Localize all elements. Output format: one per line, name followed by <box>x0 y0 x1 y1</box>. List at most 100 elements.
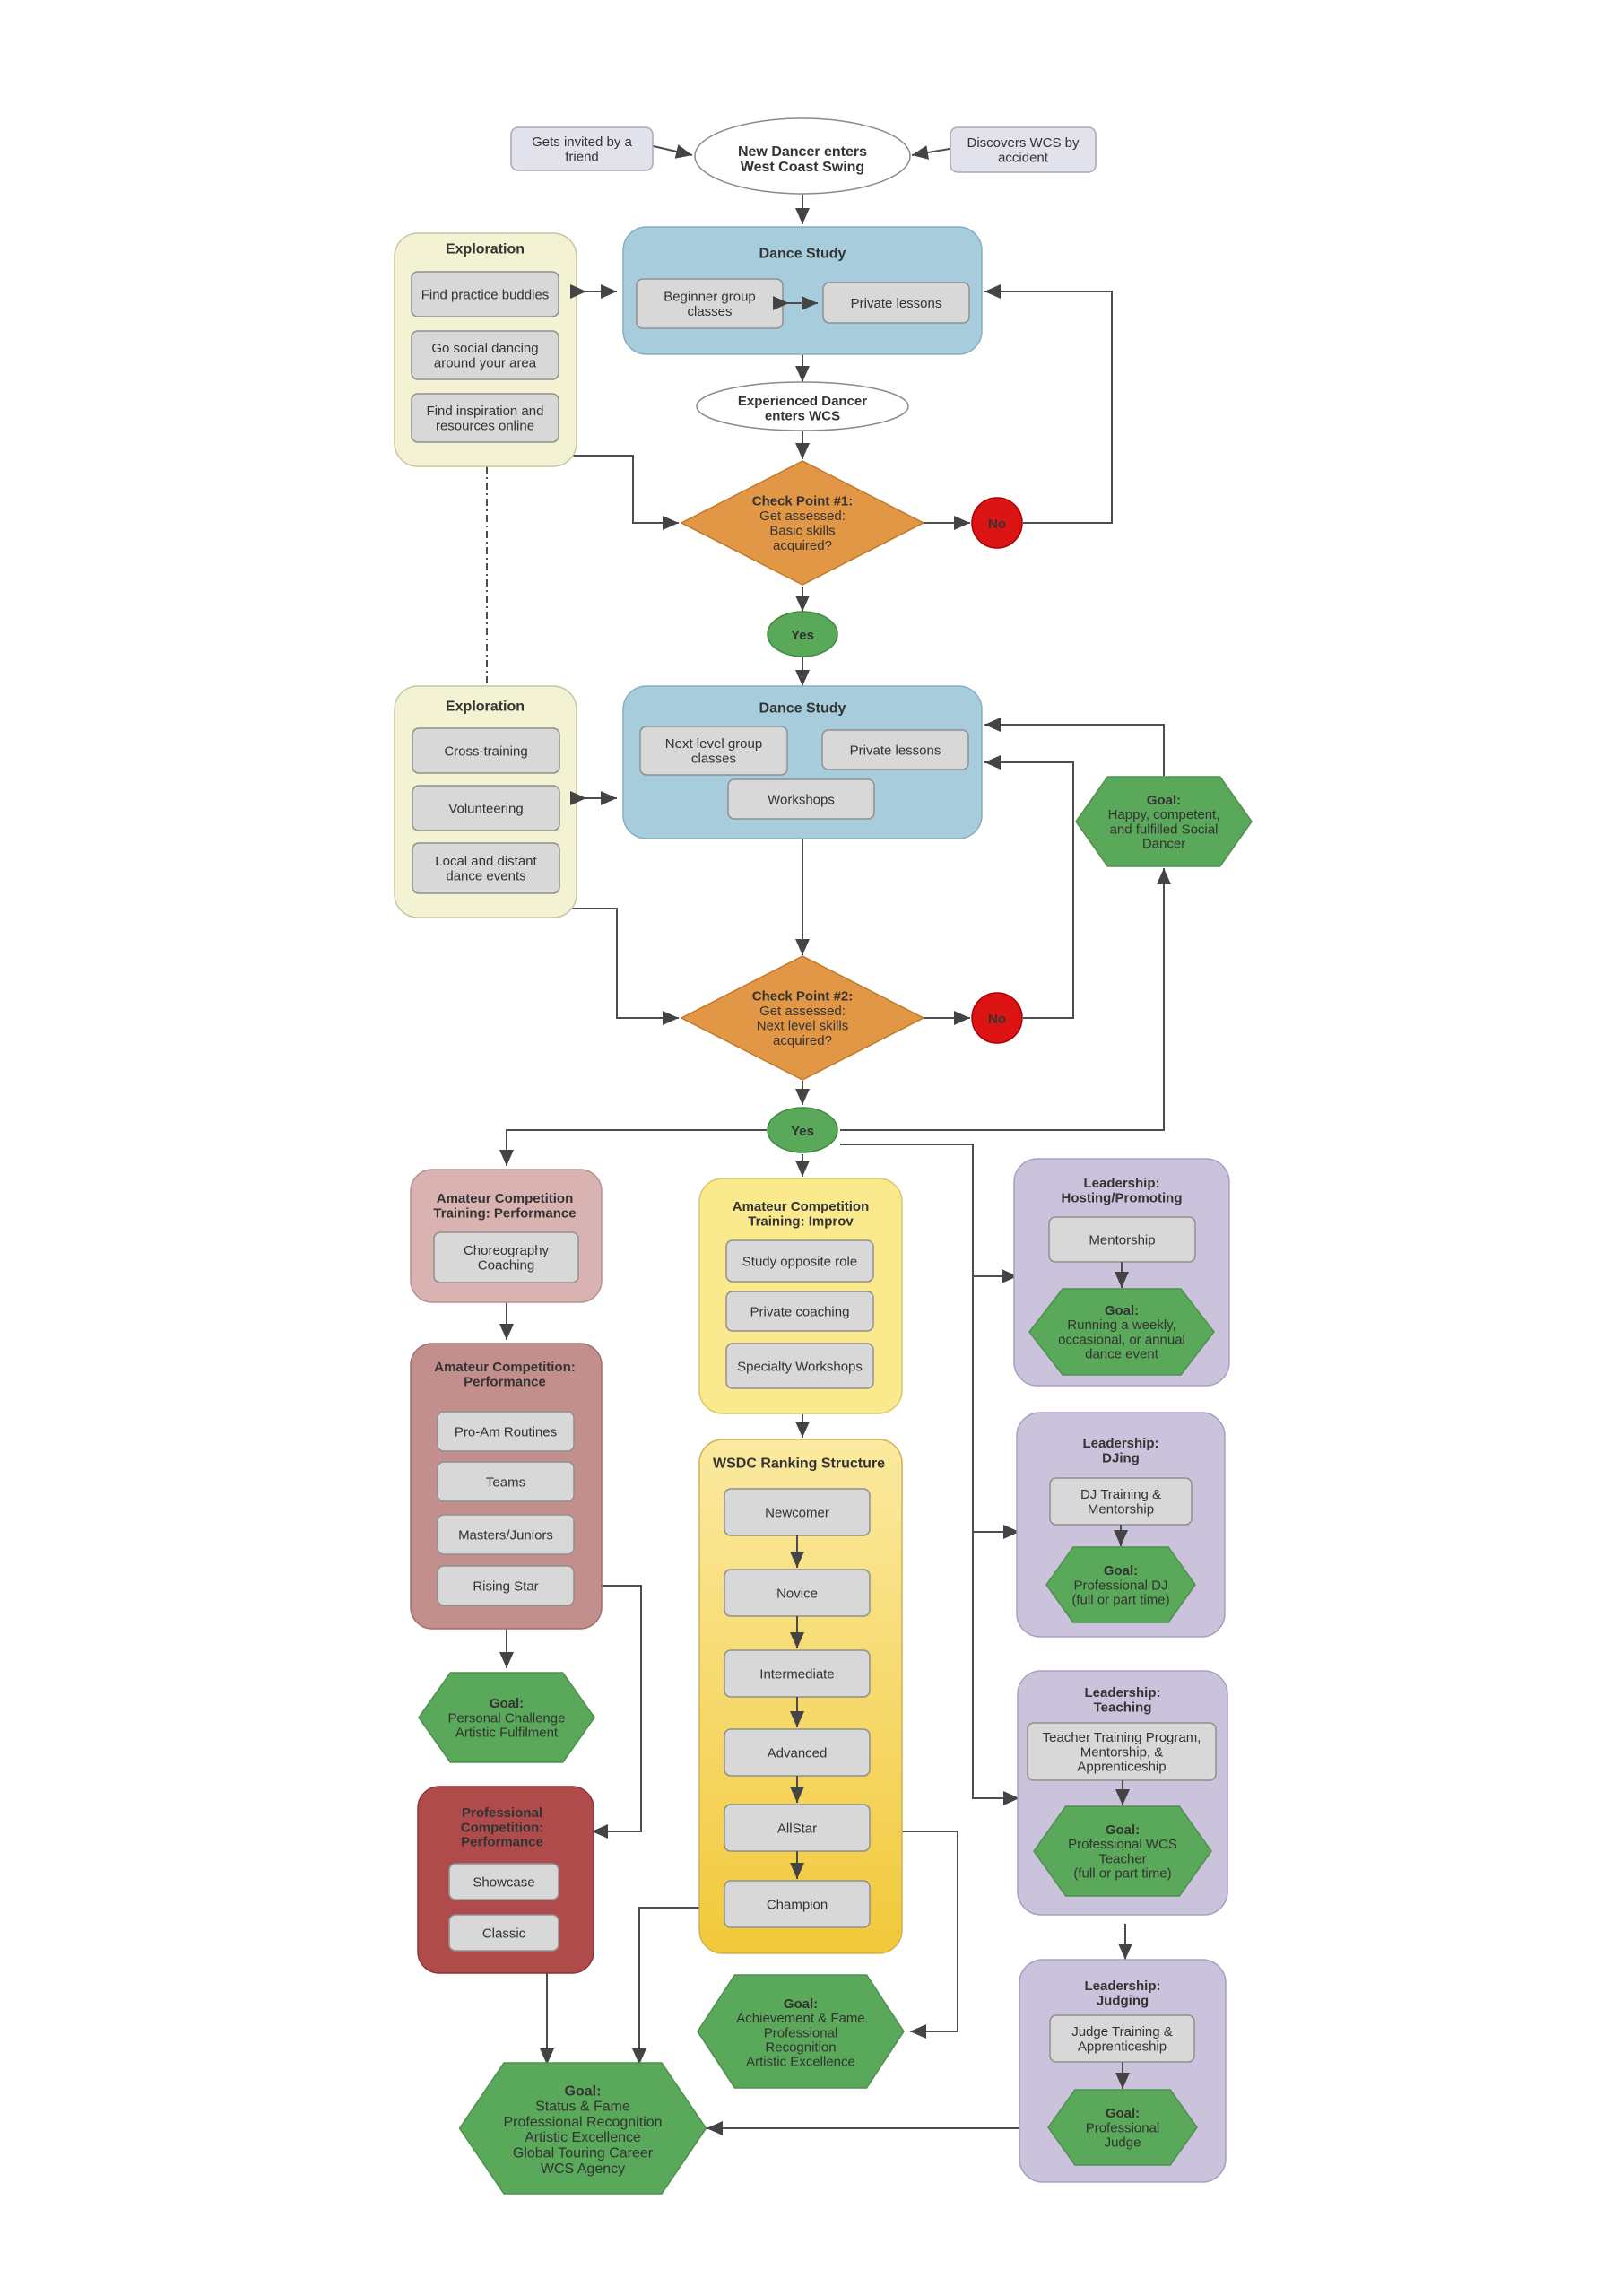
new-dancer-ellipse <box>694 117 911 195</box>
goal-text: Personal Challenge <box>448 1710 566 1726</box>
expl2-cross <box>412 727 560 774</box>
leadership-item-text: Teacher Training Program, <box>1043 1730 1201 1745</box>
goal-personal <box>418 1672 595 1763</box>
goal-text: Running a weekly, <box>1067 1318 1175 1333</box>
no-1 <box>971 497 1023 549</box>
conn-yes-leadership <box>840 1144 1019 1805</box>
leadership-goal <box>1028 1288 1215 1376</box>
wsdc-level-champion <box>724 1880 871 1928</box>
leadership-goal <box>1033 1805 1212 1897</box>
goal-status <box>458 2062 707 2195</box>
study2-private-text: Private lessons <box>850 743 941 758</box>
masters-juniors <box>437 1514 575 1555</box>
rising-star <box>437 1565 575 1606</box>
new-dancer-text: West Coast Swing <box>741 160 864 175</box>
proam-routines-text: Pro-Am Routines <box>455 1424 557 1439</box>
expl1-social-text: around your area <box>434 355 537 370</box>
teams-text: Teams <box>486 1474 525 1490</box>
yes-2 <box>767 1107 838 1153</box>
study2-group <box>639 726 788 776</box>
checkpoint-text: acquired? <box>773 1033 832 1048</box>
no-2-text: No <box>988 1012 1006 1027</box>
discovers-text: Discovers WCS by <box>967 135 1080 151</box>
goal-social <box>1075 776 1253 867</box>
expl1-practice <box>411 271 559 317</box>
conn-goal-study2 <box>984 718 1165 776</box>
expl2-events-text: dance events <box>446 868 525 883</box>
checkpoint-1 <box>680 460 925 586</box>
checkpoint-2 <box>680 955 925 1081</box>
goal-text: occasional, or annual <box>1058 1332 1185 1347</box>
experienced-ellipse <box>696 381 909 431</box>
wsdc-level-novice-text: Novice <box>776 1586 818 1601</box>
leadership-item-text: Mentorship <box>1089 1232 1155 1248</box>
goal-text: dance event <box>1085 1347 1159 1362</box>
dance-study-1-title: Dance Study <box>759 247 846 262</box>
new-dancer-text: New Dancer enters <box>738 144 867 160</box>
checkpoint-text: Get assessed: <box>759 509 846 524</box>
checkpoint-text: Check Point #1: <box>752 493 854 509</box>
goal-text: Professional DJ <box>1073 1578 1167 1593</box>
yes-1 <box>767 611 838 657</box>
teams <box>437 1461 575 1502</box>
expl2-events <box>412 842 560 894</box>
conn-expl2-cp2 <box>568 908 679 1025</box>
showcase <box>448 1863 559 1900</box>
no-2 <box>971 992 1023 1044</box>
goal-text: Goal: <box>565 2083 602 2099</box>
goal-text: Artistic Excellence <box>525 2130 641 2145</box>
checkpoint-text: Basic skills <box>769 523 835 538</box>
choreo-coaching <box>433 1231 579 1283</box>
specialty-workshops-text: Specialty Workshops <box>737 1359 863 1374</box>
leadership-title: DJing <box>1102 1450 1140 1465</box>
checkpoint-text: Next level skills <box>757 1018 849 1033</box>
leadership-item-text: Judge Training & <box>1071 2024 1173 2039</box>
private-coaching-text: Private coaching <box>750 1304 850 1319</box>
goal-text: Happy, competent, <box>1108 807 1220 822</box>
yes-1-text: Yes <box>791 628 814 643</box>
study1-private <box>822 282 970 324</box>
proam-routines <box>437 1411 575 1452</box>
leadership-item-text: Mentorship, & <box>1080 1744 1164 1760</box>
expl1-practice-text: Find practice buddies <box>421 287 550 302</box>
goal-text: Artistic Fulfilment <box>455 1725 559 1740</box>
goal-text: (full or part time) <box>1071 1592 1169 1607</box>
conn-no-study2 <box>984 755 1074 1019</box>
yes-2-text: Yes <box>791 1124 814 1139</box>
goal-text: Dancer <box>1142 837 1185 852</box>
goal-text: Professional <box>1086 2120 1160 2135</box>
leadership-title: Leadership: <box>1084 1685 1160 1700</box>
conn-allstar-achieve <box>874 1831 958 2039</box>
goal-text: Professional Recognition <box>504 2115 663 2130</box>
choreo-coaching-text: Coaching <box>478 1257 534 1273</box>
goal-text: Goal: <box>490 1696 524 1711</box>
invited-box <box>510 126 654 171</box>
amateur-perf-training-title: Training: Performance <box>433 1205 576 1221</box>
leadership-title: Leadership: <box>1083 1176 1159 1191</box>
expl2-cross-text: Cross-training <box>444 744 527 759</box>
expl1-social <box>411 330 559 380</box>
goal-text: (full or part time) <box>1073 1866 1171 1882</box>
leadership-item-text: Apprenticeship <box>1077 1759 1166 1774</box>
checkpoint-text: Get assessed: <box>759 1004 846 1019</box>
goal-text: Recognition <box>765 2039 836 2055</box>
goal-text: Goal: <box>784 1996 818 2012</box>
goal-text: Artistic Excellence <box>746 2055 855 2070</box>
goal-text: WCS Agency <box>541 2161 625 2177</box>
leadership-goal <box>1047 2089 1198 2166</box>
choreo-coaching-text: Choreography <box>464 1243 550 1258</box>
discovers-box <box>950 126 1097 173</box>
goal-text: Teacher <box>1098 1851 1146 1866</box>
leadership-title: Leadership: <box>1084 1979 1160 1994</box>
experienced-text: Experienced Dancer <box>738 394 867 409</box>
goal-text: Achievement & Fame <box>736 2011 864 2026</box>
checkpoint-text: Check Point #2: <box>752 988 854 1004</box>
goal-text: Global Touring Career <box>513 2146 654 2161</box>
amateur-perf-title: Amateur Competition: <box>434 1360 576 1375</box>
dance-study-2 <box>622 685 983 839</box>
conn-yes-goal <box>840 868 1171 1131</box>
dance-study-2-title: Dance Study <box>759 701 846 717</box>
professional-title: Professional <box>462 1805 542 1821</box>
